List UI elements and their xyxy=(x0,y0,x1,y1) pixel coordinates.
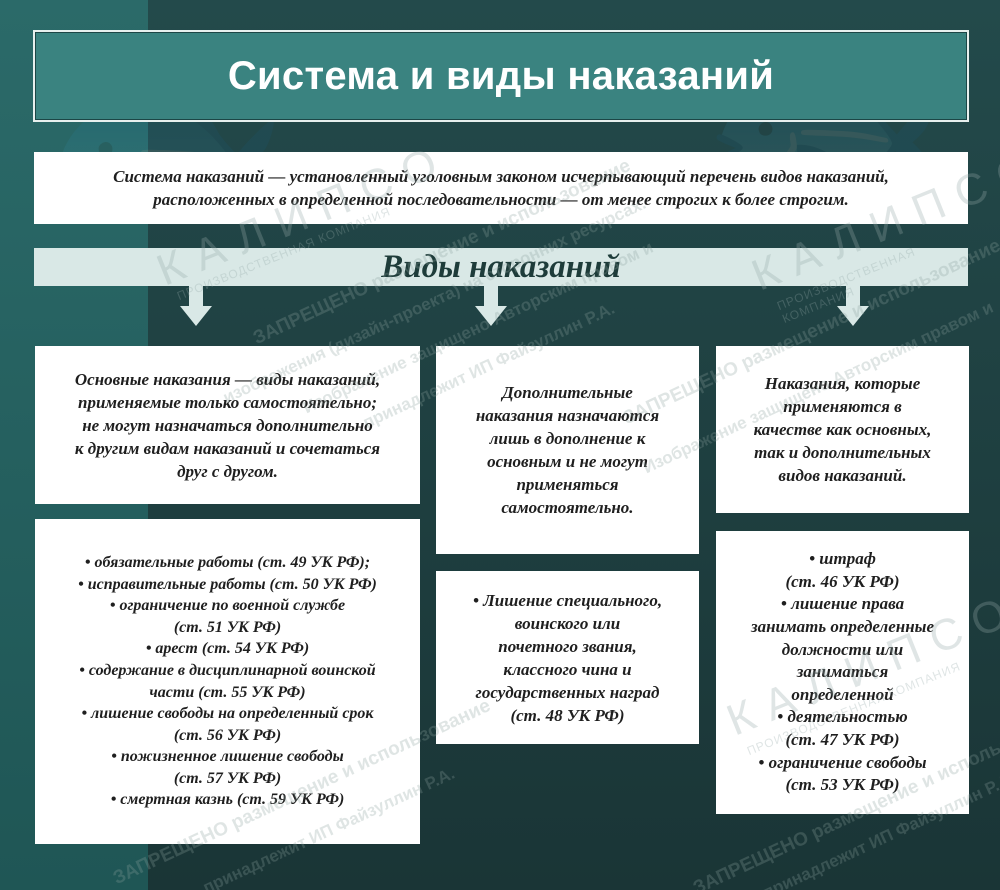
main-punishments-description: Основные наказания — виды наказаний, при… xyxy=(35,346,420,504)
list-item: • содержание в дисциплинарной воинской xyxy=(41,660,414,682)
list-item: • лишение права xyxy=(722,593,963,616)
description-line: видов наказаний. xyxy=(724,464,961,487)
definition-line: Система наказаний — установленный уголов… xyxy=(113,165,889,188)
list-item: • ограничение свободы xyxy=(722,752,963,775)
list-item: • арест (ст. 54 УК РФ) xyxy=(41,638,414,660)
list-item: (ст. 57 УК РФ) xyxy=(41,768,414,790)
types-banner: Виды наказаний xyxy=(34,248,968,286)
list-item: классного чина и xyxy=(442,658,693,681)
arrow-down-icon xyxy=(475,284,507,326)
list-item: должности или xyxy=(722,639,963,662)
list-item: • пожизненное лишение свободы xyxy=(41,746,414,768)
description-line: применяться xyxy=(444,473,691,496)
list-item: государственных наград xyxy=(442,681,693,704)
types-banner-label: Виды наказаний xyxy=(381,249,621,286)
definition-text: Система наказаний — установленный уголов… xyxy=(113,165,889,211)
list-item: определенной xyxy=(722,684,963,707)
definition-box: Система наказаний — установленный уголов… xyxy=(34,152,968,224)
list-item: • штраф xyxy=(722,548,963,571)
main-punishments-list: • обязательные работы (ст. 49 УК РФ); • … xyxy=(35,519,420,844)
list-item: (ст. 47 УК РФ) xyxy=(722,729,963,752)
page-title: Система и виды наказаний xyxy=(228,54,774,99)
mixed-punishments-list: • штраф (ст. 46 УК РФ) • лишение права з… xyxy=(716,531,969,814)
list-item: • обязательные работы (ст. 49 УК РФ); xyxy=(41,552,414,574)
description-line: лишь в дополнение к xyxy=(444,427,691,450)
list-item: почетного звания, xyxy=(442,635,693,658)
list-item: • ограничение по военной службе xyxy=(41,595,414,617)
description-line: Наказания, которые xyxy=(724,372,961,395)
list-item: (ст. 56 УК РФ) xyxy=(41,725,414,747)
list-item: заниматься xyxy=(722,661,963,684)
list-item: (ст. 46 УК РФ) xyxy=(722,571,963,594)
arrow-down-icon xyxy=(837,284,869,326)
title-box: Система и виды наказаний xyxy=(33,30,969,122)
list-item: • исправительные работы (ст. 50 УК РФ) xyxy=(41,574,414,596)
definition-line: расположенных в определенной последовате… xyxy=(113,188,889,211)
list-item: • Лишение специального, xyxy=(442,589,693,612)
list-item: части (ст. 55 УК РФ) xyxy=(41,682,414,704)
description-line: качестве как основных, xyxy=(724,418,961,441)
description-line: применяемые только самостоятельно; xyxy=(45,391,410,414)
arrow-down-icon xyxy=(180,284,212,326)
list-item: воинского или xyxy=(442,612,693,635)
description-line: наказания назначаются xyxy=(444,404,691,427)
mixed-punishments-description: Наказания, которые применяются в качеств… xyxy=(716,346,969,513)
description-line: не могут назначаться дополнительно xyxy=(45,414,410,437)
description-line: к другим видам наказаний и сочетаться xyxy=(45,437,410,460)
description-line: Основные наказания — виды наказаний, xyxy=(45,368,410,391)
additional-punishments-description: Дополнительные наказания назначаются лиш… xyxy=(436,346,699,554)
description-line: применяются в xyxy=(724,395,961,418)
description-line: самостоятельно. xyxy=(444,496,691,519)
list-item: • смертная казнь (ст. 59 УК РФ) xyxy=(41,789,414,811)
description-line: так и дополнительных xyxy=(724,441,961,464)
description-line: основным и не могут xyxy=(444,450,691,473)
description-line: Дополнительные xyxy=(444,381,691,404)
list-item: • деятельностью xyxy=(722,706,963,729)
list-item: (ст. 53 УК РФ) xyxy=(722,774,963,797)
list-item: (ст. 51 УК РФ) xyxy=(41,617,414,639)
list-item: • лишение свободы на определенный срок xyxy=(41,703,414,725)
list-item: (ст. 48 УК РФ) xyxy=(442,704,693,727)
list-item: занимать определенные xyxy=(722,616,963,639)
additional-punishments-list: • Лишение специального, воинского или по… xyxy=(436,571,699,744)
description-line: друг с другом. xyxy=(45,460,410,483)
